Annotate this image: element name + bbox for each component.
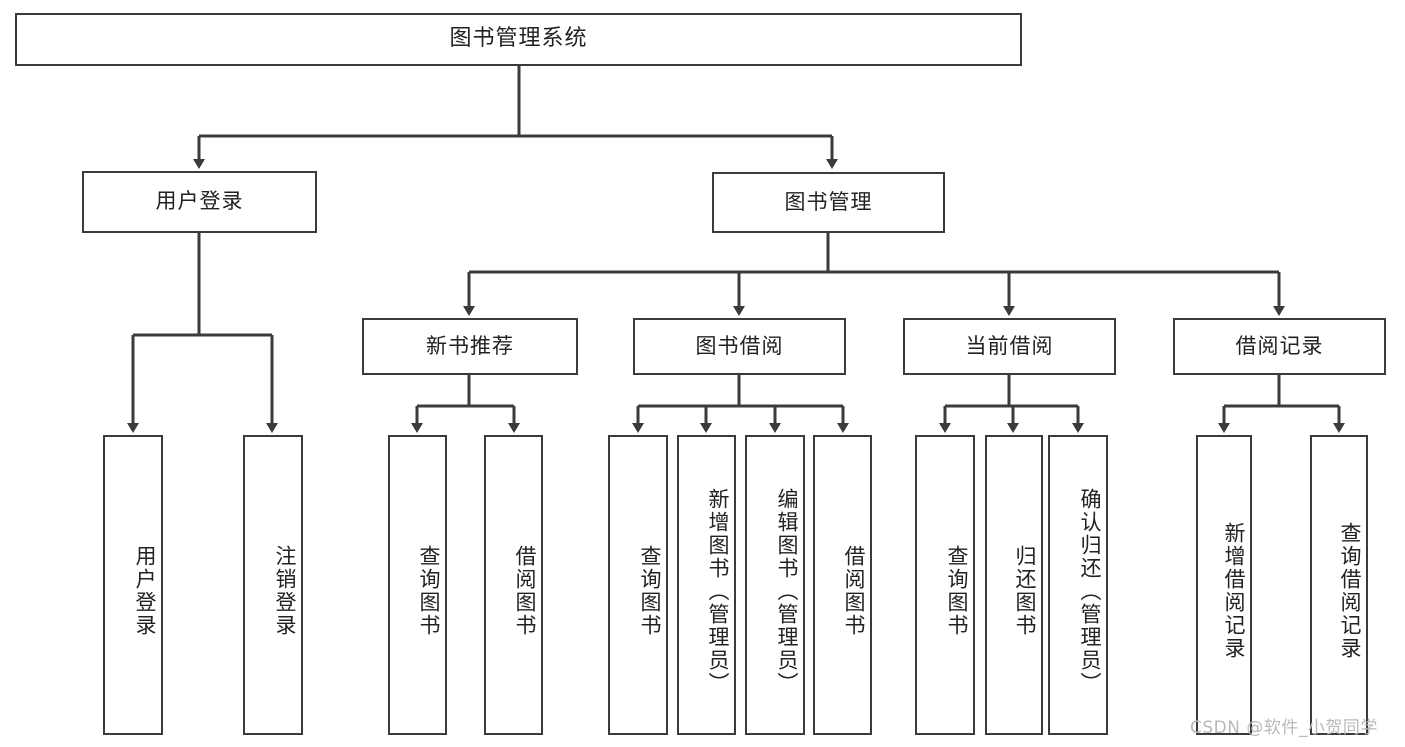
node-new-book-recommend[interactable]: 新书推荐 [362, 318, 578, 375]
node-leaf-borrow-book-2-label: 借阅图书 [842, 545, 866, 637]
node-leaf-logout-login[interactable]: 注销登录 [243, 435, 303, 735]
node-book-borrow-label: 图书借阅 [695, 333, 784, 358]
node-leaf-query-record[interactable]: 查询借阅记录 [1310, 435, 1368, 735]
node-leaf-add-book[interactable]: 新增图书（管理员） [677, 435, 736, 735]
node-root[interactable]: 图书管理系统 [15, 13, 1022, 66]
node-leaf-confirm-return-label: 确认归还（管理员） [1078, 487, 1102, 695]
node-leaf-query-book-2[interactable]: 查询图书 [608, 435, 668, 735]
node-leaf-user-login[interactable]: 用户登录 [103, 435, 163, 735]
node-new-book-recommend-label: 新书推荐 [426, 333, 514, 358]
node-user-login[interactable]: 用户登录 [82, 171, 317, 233]
node-leaf-query-book-3-label: 查询图书 [945, 545, 969, 637]
node-leaf-borrow-book-1-label: 借阅图书 [513, 545, 537, 637]
node-leaf-add-record[interactable]: 新增借阅记录 [1196, 435, 1252, 735]
node-borrow-record-label: 借阅记录 [1235, 333, 1324, 358]
node-leaf-borrow-book-2[interactable]: 借阅图书 [813, 435, 872, 735]
node-leaf-confirm-return[interactable]: 确认归还（管理员） [1048, 435, 1108, 735]
node-book-borrow[interactable]: 图书借阅 [633, 318, 846, 375]
node-leaf-query-record-label: 查询借阅记录 [1338, 522, 1362, 660]
node-user-login-label: 用户登录 [155, 189, 244, 214]
node-book-manage-label: 图书管理 [784, 189, 873, 214]
node-leaf-edit-book-label: 编辑图书（管理员） [775, 487, 799, 695]
node-leaf-return-book[interactable]: 归还图书 [985, 435, 1043, 735]
watermark-text: CSDN @软件_小贺同学 [1190, 718, 1378, 738]
node-leaf-add-record-label: 新增借阅记录 [1222, 522, 1246, 660]
node-leaf-return-book-label: 归还图书 [1013, 545, 1037, 637]
node-leaf-borrow-book-1[interactable]: 借阅图书 [484, 435, 543, 735]
node-current-borrow[interactable]: 当前借阅 [903, 318, 1116, 375]
node-leaf-query-book-1-label: 查询图书 [417, 545, 441, 637]
node-leaf-add-book-label: 新增图书（管理员） [706, 487, 730, 695]
node-current-borrow-label: 当前借阅 [965, 333, 1054, 358]
node-leaf-user-login-label: 用户登录 [133, 545, 157, 637]
node-leaf-edit-book[interactable]: 编辑图书（管理员） [745, 435, 805, 735]
node-leaf-query-book-2-label: 查询图书 [638, 545, 662, 637]
node-leaf-logout-login-label: 注销登录 [273, 545, 297, 637]
node-borrow-record[interactable]: 借阅记录 [1173, 318, 1386, 375]
node-leaf-query-book-1[interactable]: 查询图书 [388, 435, 447, 735]
node-leaf-query-book-3[interactable]: 查询图书 [915, 435, 975, 735]
node-book-manage[interactable]: 图书管理 [712, 172, 945, 233]
node-root-label: 图书管理系统 [449, 26, 588, 52]
